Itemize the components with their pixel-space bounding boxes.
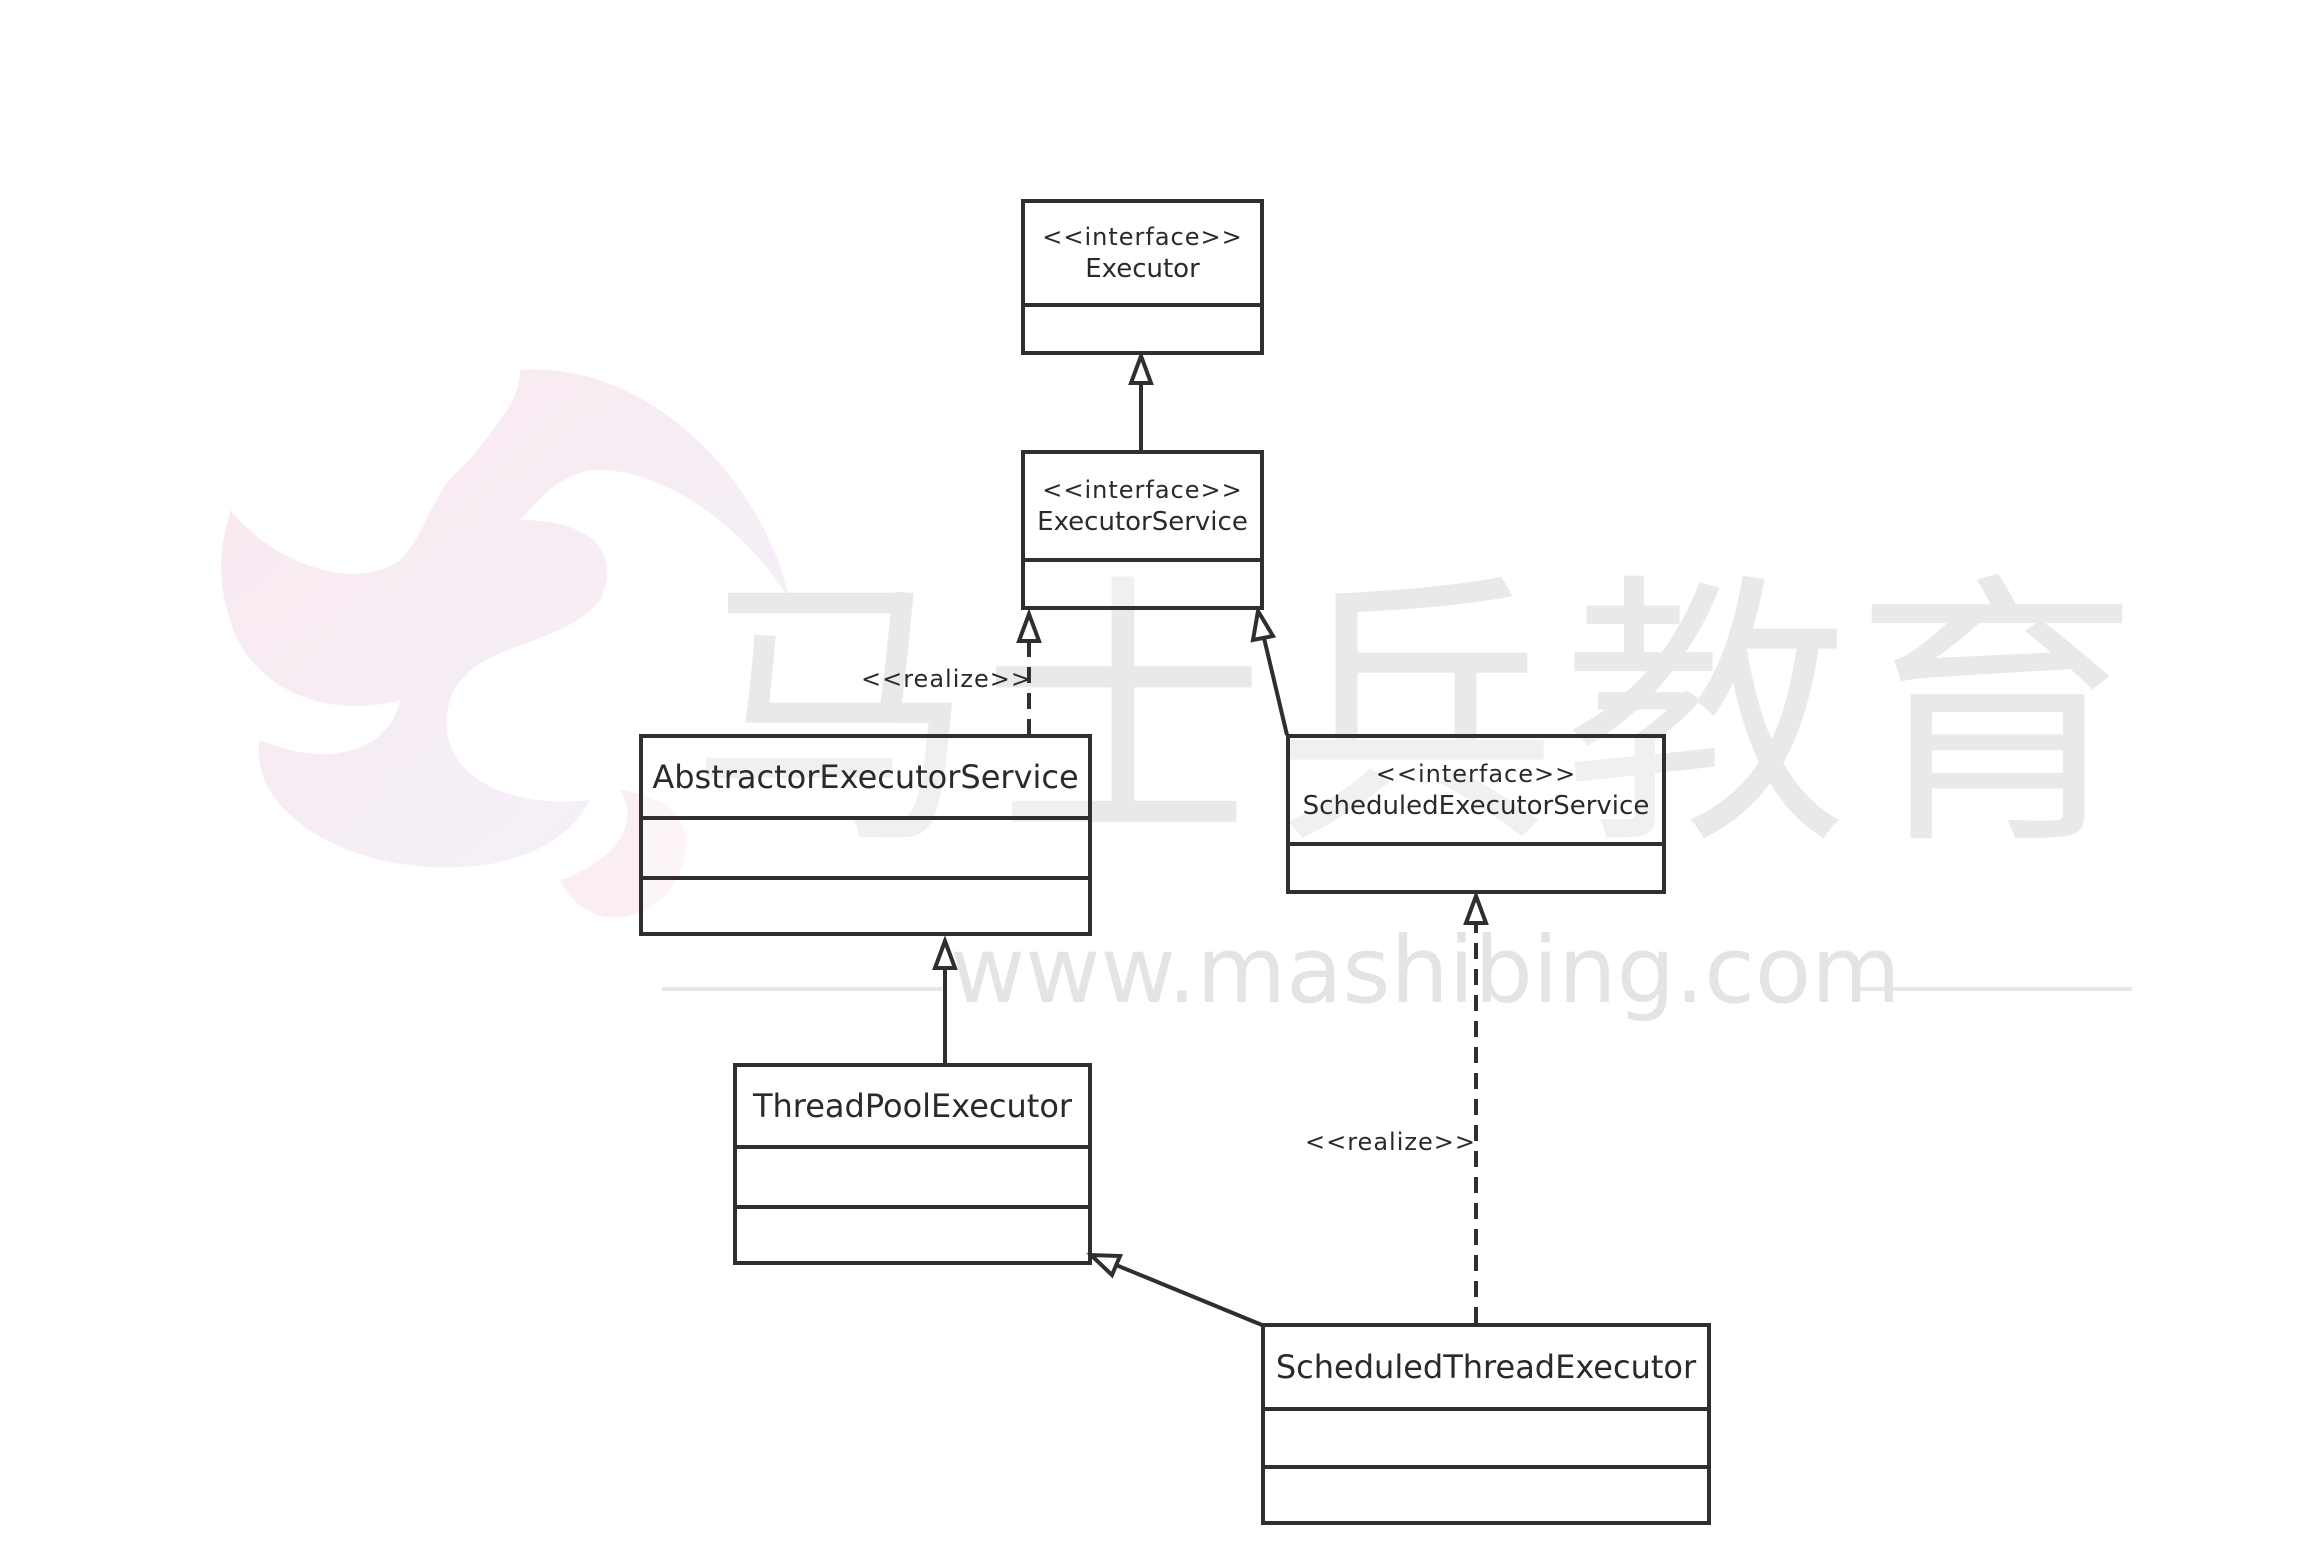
class-name: ScheduledThreadExecutor <box>1275 1348 1697 1386</box>
attributes-section <box>643 820 1088 880</box>
attributes-section <box>1265 1411 1707 1469</box>
watermark-line-right <box>1852 987 2132 991</box>
interface-name: Executor <box>1085 254 1200 284</box>
methods-section <box>1265 1469 1707 1521</box>
realize-label: <<realize>> <box>861 665 1032 693</box>
executorservice-header: <<interface>> ExecutorService <box>1025 454 1260 562</box>
methods-section <box>1025 307 1260 351</box>
realize-label: <<realize>> <box>1305 1128 1476 1156</box>
watermark-line-left <box>662 987 942 991</box>
class-header: ScheduledThreadExecutor <box>1265 1327 1707 1411</box>
hollow-arrowhead-icon <box>1250 605 1277 643</box>
hollow-arrowhead-icon <box>1016 608 1042 643</box>
hollow-arrowhead-icon <box>1128 350 1154 385</box>
methods-section <box>1290 846 1662 890</box>
methods-section <box>737 1209 1088 1261</box>
executor-header: <<interface>> Executor <box>1025 203 1260 307</box>
hollow-arrowhead-icon <box>932 935 958 970</box>
class-header: ThreadPoolExecutor <box>737 1067 1088 1149</box>
attributes-section <box>737 1149 1088 1209</box>
interface-name: ScheduledExecutorService <box>1302 791 1650 821</box>
executor-interface-box: <<interface>> Executor <box>1021 199 1264 355</box>
abstractexecutorservice-class-box: AbstractorExecutorService <box>639 734 1092 936</box>
threadpoolexecutor-class-box: ThreadPoolExecutor <box>733 1063 1092 1265</box>
scheduledthreadexecutor-class-box: ScheduledThreadExecutor <box>1261 1323 1711 1525</box>
stereotype-label: <<interface>> <box>1375 760 1577 788</box>
interface-name: ExecutorService <box>1037 507 1248 537</box>
brand-watermark-text: 马士兵教育 <box>690 551 2145 883</box>
executorservice-interface-box: <<interface>> ExecutorService <box>1021 450 1264 610</box>
methods-section <box>1025 562 1260 606</box>
scheduledexecutorservice-interface-box: <<interface>> ScheduledExecutorService <box>1286 734 1666 894</box>
class-header: AbstractorExecutorService <box>643 738 1088 820</box>
stereotype-label: <<interface>> <box>1042 223 1243 251</box>
url-watermark-text: www.mashibing.com <box>950 917 1901 1024</box>
hollow-arrowhead-icon <box>1085 1252 1123 1279</box>
methods-section <box>643 880 1088 932</box>
hollow-arrowhead-icon <box>1463 890 1489 925</box>
inheritance-line-scheduledexecutorservice-executorservice <box>1262 637 1289 736</box>
scheduledexecutorservice-header: <<interface>> ScheduledExecutorService <box>1290 738 1662 846</box>
class-name: ThreadPoolExecutor <box>752 1087 1073 1125</box>
class-name: AbstractorExecutorService <box>652 758 1079 796</box>
inheritance-line-scheduledthread-threadpool <box>1115 1263 1263 1327</box>
stereotype-label: <<interface>> <box>1042 476 1243 504</box>
